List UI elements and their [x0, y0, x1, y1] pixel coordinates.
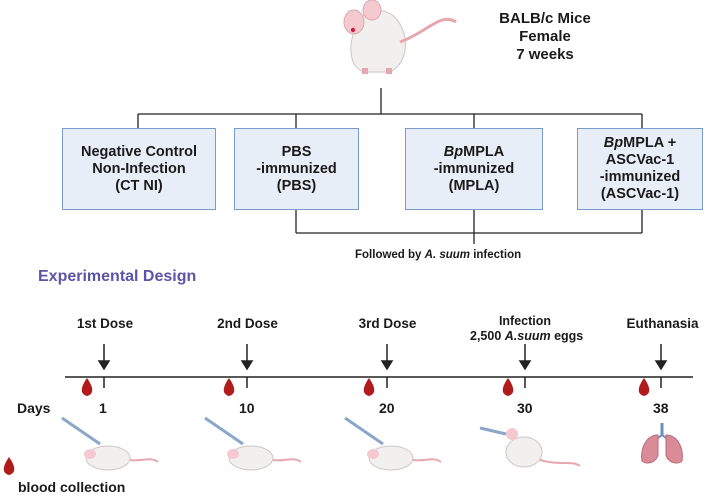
- tree-connectors: [137, 88, 643, 244]
- day-value: 30: [517, 400, 533, 416]
- legend-blood-drop-icon: [3, 457, 15, 475]
- timeline-axis: [65, 376, 693, 388]
- group-line: PBS: [281, 143, 312, 160]
- event-label: 3rd Dose: [358, 316, 417, 331]
- group-line: Negative Control: [80, 143, 197, 160]
- group-line: -immunized: [433, 160, 515, 177]
- group-box-ascvac: BpMPLA + ASCVac-1 -immunized (ASCVac-1): [577, 128, 703, 210]
- group-box-mpla: BpMPLA -immunized (MPLA): [405, 128, 543, 210]
- days-axis-label: Days: [17, 400, 51, 416]
- legend-label: blood collection: [18, 479, 126, 495]
- injected-mouse-icon: [344, 416, 442, 471]
- group-box-pbs: PBS -immunized (PBS): [234, 128, 359, 210]
- header-mouse-icon: [343, 0, 457, 74]
- group-line: -immunized: [599, 169, 681, 185]
- infection-note: Followed by A. suum infection: [355, 249, 521, 261]
- day-value: 1: [99, 400, 107, 416]
- section-title: Experimental Design: [38, 268, 197, 285]
- blood-drop-icons: [3, 378, 650, 475]
- sex-label: Female: [519, 28, 571, 45]
- lungs-icon: [641, 423, 683, 464]
- group-line: (MPLA): [448, 177, 500, 194]
- event-label: 2nd Dose: [217, 316, 278, 331]
- group-box-negative-control: Negative Control Non-Infection (CT NI): [62, 128, 216, 210]
- event-label: Infection: [498, 314, 552, 328]
- group-line: (ASCVac-1): [600, 186, 680, 202]
- group-line-text: MPLA +: [623, 135, 677, 151]
- day-value: 10: [239, 400, 255, 416]
- group-line: BpMPLA +: [600, 135, 681, 152]
- species-italic: Bp: [443, 143, 464, 160]
- event-sublabel: 2,500 A.suum eggs: [470, 329, 583, 344]
- injected-mouse-icon: [204, 416, 302, 471]
- species-italic: Bp: [603, 135, 624, 151]
- strain-name: BALB/c Mice: [499, 10, 591, 27]
- blood-drop-icon: [223, 378, 235, 396]
- event-label-infection: Infection 2,500 A.suum eggs: [470, 314, 583, 344]
- event-label: Euthanasia: [626, 316, 699, 331]
- note-prefix: Followed by: [355, 249, 425, 261]
- event-label: 1st Dose: [76, 316, 134, 331]
- group-line: Non-Infection: [92, 160, 186, 177]
- mouse-strain-label: BALB/c Mice Female 7 weeks: [480, 10, 610, 64]
- blood-drop-icon: [638, 378, 650, 396]
- group-line: -immunized: [256, 160, 337, 177]
- blood-drop-icon: [502, 378, 514, 396]
- group-line: ASCVac-1: [605, 152, 675, 168]
- group-line: (CT NI): [115, 177, 163, 194]
- blood-drop-icon: [363, 378, 375, 396]
- injected-mouse-icon: [61, 416, 159, 471]
- age-label: 7 weeks: [516, 46, 574, 63]
- group-line: (PBS): [276, 177, 317, 194]
- dose-arrows: [97, 344, 668, 371]
- note-suffix: infection: [470, 249, 522, 261]
- species-italic: A.suum: [504, 329, 551, 343]
- group-line: BpMPLA: [434, 144, 515, 161]
- blood-drop-icon: [81, 378, 93, 396]
- egg-count: 2,500: [470, 329, 505, 343]
- group-line-text: MPLA: [463, 143, 505, 160]
- gavage-mouse-icon: [479, 426, 581, 468]
- day-value: 20: [379, 400, 395, 416]
- day-value: 38: [653, 400, 669, 416]
- egg-unit: eggs: [550, 329, 584, 343]
- note-species: A. suum: [424, 249, 471, 261]
